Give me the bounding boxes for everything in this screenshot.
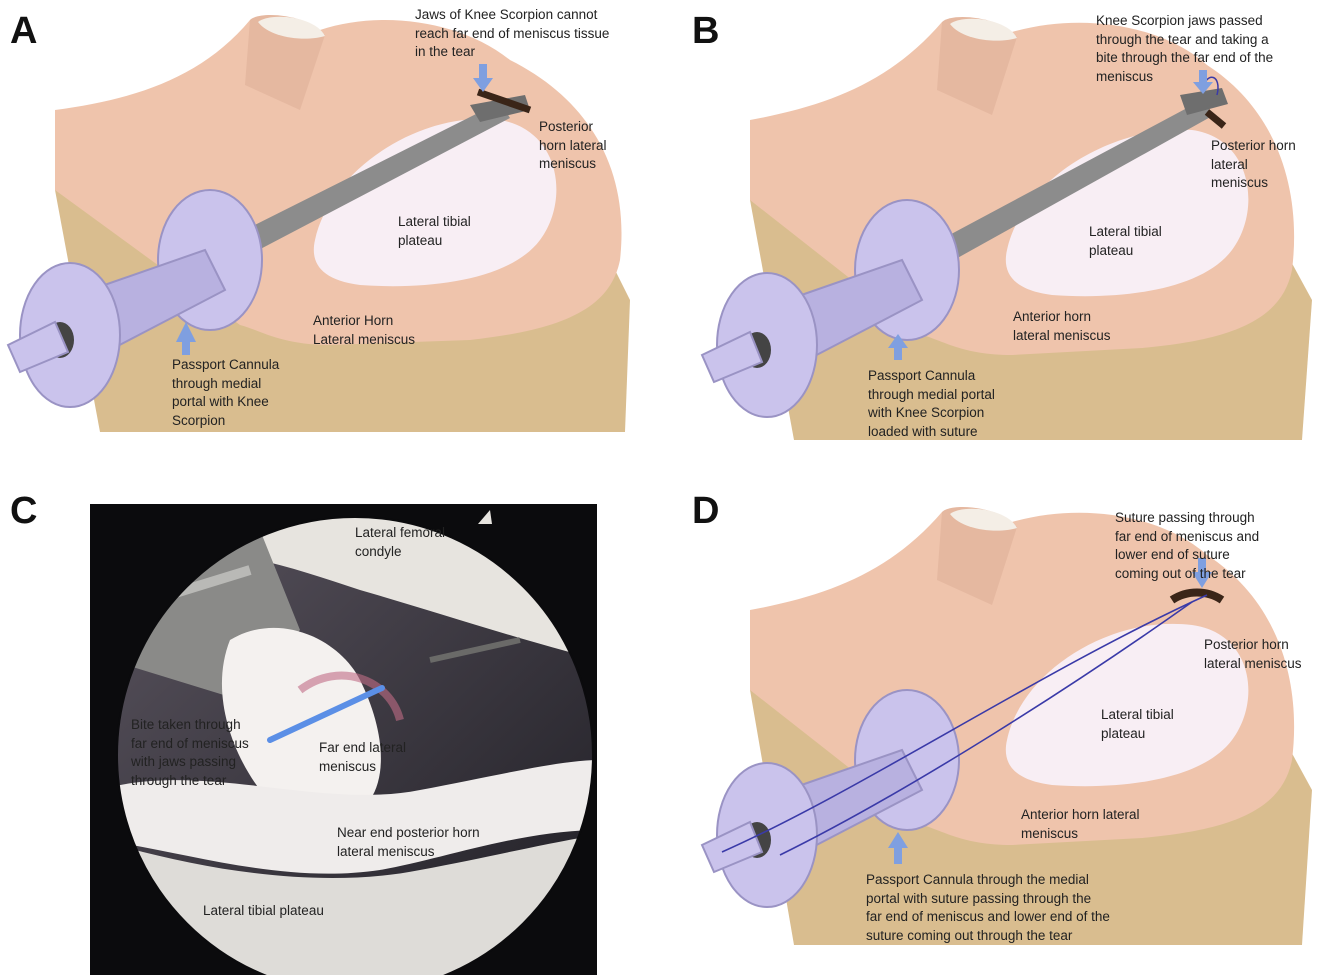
- panel-c-arthroscopy-image: [0, 490, 662, 975]
- panel-b: B Knee Scorpion jaws passed through the …: [662, 0, 1324, 470]
- panel-b-letter: B: [692, 12, 719, 50]
- panel-c-bite-label: Bite taken through far end of meniscus w…: [131, 716, 249, 790]
- panel-c: C Lateral femoral condyle Bite taken thr…: [0, 490, 662, 975]
- panel-d-letter: D: [692, 492, 719, 530]
- panel-c-plateau-label: Lateral tibial plateau: [203, 902, 324, 921]
- panel-d: D Suture passing through far end of meni…: [662, 490, 1324, 975]
- panel-a-posterior-label: Posterior horn lateral meniscus: [539, 118, 607, 174]
- panel-a-letter: A: [10, 12, 37, 50]
- panel-d-anterior-label: Anterior horn lateral meniscus: [1021, 806, 1140, 843]
- panel-d-cannula-label: Passport Cannula through the medial port…: [866, 871, 1110, 945]
- panel-b-anterior-label: Anterior horn lateral meniscus: [1013, 308, 1111, 345]
- panel-d-posterior-label: Posterior horn lateral meniscus: [1204, 636, 1302, 673]
- panel-b-posterior-label: Posterior horn lateral meniscus: [1211, 137, 1296, 193]
- panel-a-illustration: [0, 0, 662, 470]
- panel-d-suture-note: Suture passing through far end of menisc…: [1115, 509, 1259, 583]
- panel-d-plateau-label: Lateral tibial plateau: [1101, 706, 1174, 743]
- panel-c-far-end-label: Far end lateral meniscus: [319, 739, 406, 776]
- panel-a-plateau-label: Lateral tibial plateau: [398, 213, 471, 250]
- panel-c-near-end-label: Near end posterior horn lateral meniscus: [337, 824, 480, 861]
- panel-b-jaws-note: Knee Scorpion jaws passed through the te…: [1096, 12, 1273, 86]
- panel-a-anterior-label: Anterior Horn Lateral meniscus: [313, 312, 415, 349]
- panel-c-letter: C: [10, 492, 37, 530]
- panel-a-cannula-label: Passport Cannula through medial portal w…: [172, 356, 279, 430]
- panel-b-plateau-label: Lateral tibial plateau: [1089, 223, 1162, 260]
- panel-a-jaws-note: Jaws of Knee Scorpion cannot reach far e…: [415, 6, 609, 62]
- panel-c-condyle-label: Lateral femoral condyle: [355, 524, 445, 561]
- panel-a: A Jaws of Knee Scorpion cannot reach far…: [0, 0, 662, 470]
- panel-b-cannula-label: Passport Cannula through medial portal w…: [868, 367, 995, 441]
